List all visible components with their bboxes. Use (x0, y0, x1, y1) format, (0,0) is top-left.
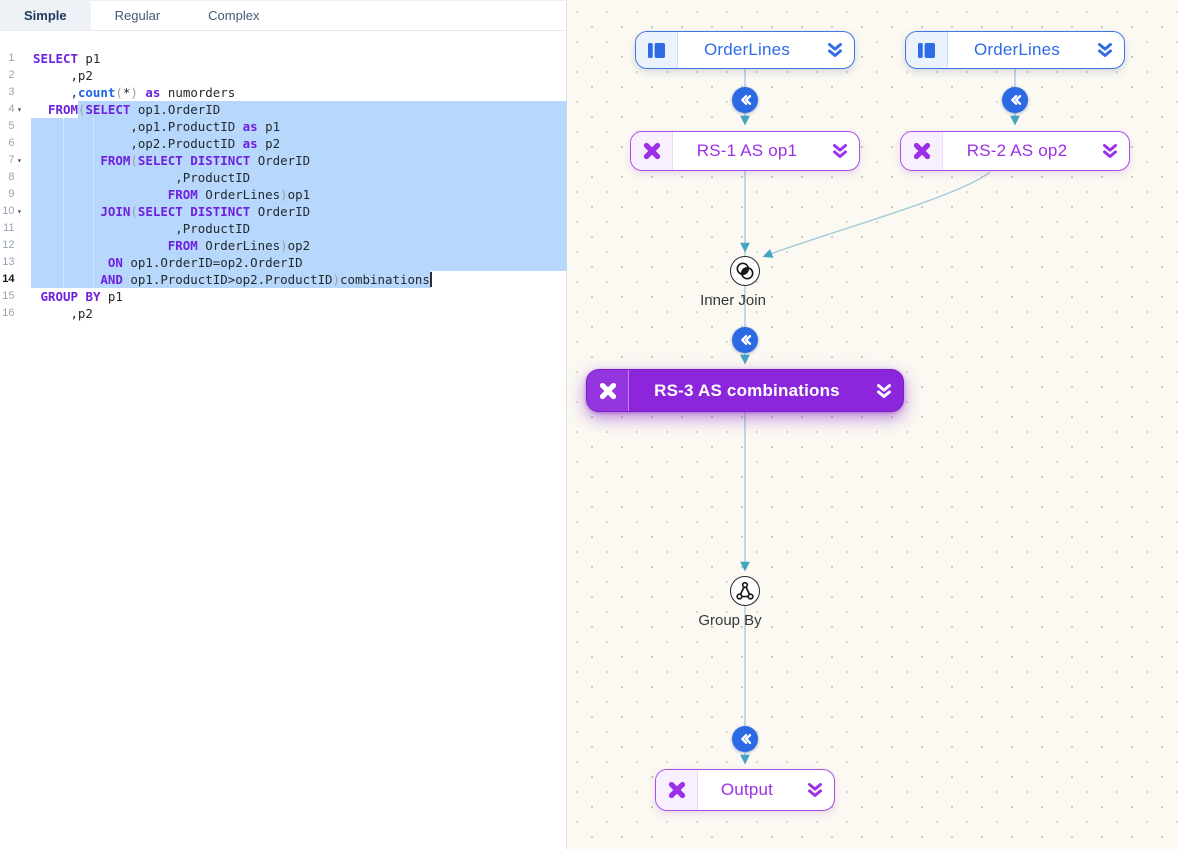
code-text: ,ProductID (33, 170, 251, 185)
line-number: 12 (2, 239, 15, 251)
table-node-orderlines-left[interactable]: OrderLines (635, 31, 855, 69)
resultset-node-rs3-selected[interactable]: RS-3 AS combinations (586, 369, 904, 412)
line-number: 14 (2, 273, 15, 285)
resultset-icon (631, 132, 673, 170)
tab-bar: Simple Regular Complex (0, 0, 566, 31)
inner-join-icon[interactable] (730, 256, 760, 286)
connector-lines (740, 69, 1020, 765)
collapse-toggle-icon[interactable] (732, 327, 758, 353)
table-icon (906, 32, 948, 68)
indent-guide (63, 118, 64, 288)
code-text: GROUP BY p1 (40, 289, 123, 304)
collapse-toggle-icon[interactable] (732, 87, 758, 113)
resultset-icon (587, 370, 629, 411)
code-line[interactable]: 16 ,p2 (0, 305, 566, 322)
resultset-icon (656, 770, 698, 810)
code-line[interactable]: 9 FROM OrderLines)op1 (0, 186, 566, 203)
code-line[interactable]: 6 ,op2.ProductID as p2 (0, 135, 566, 152)
output-node[interactable]: Output (655, 769, 835, 811)
expand-chevron-icon[interactable] (865, 370, 903, 411)
code-line[interactable]: 5 ,op1.ProductID as p1 (0, 118, 566, 135)
node-label: OrderLines (703, 40, 791, 59)
query-flow-diagram: OrderLines OrderLines RS (567, 0, 1178, 849)
code-line[interactable]: 4▾ FROM(SELECT op1.OrderID (0, 101, 566, 118)
code-text: ,p2 (33, 306, 93, 321)
expand-chevron-icon[interactable] (1091, 132, 1129, 170)
line-number: 6 (8, 137, 15, 149)
code-line[interactable]: 12 FROM OrderLines)op2 (0, 237, 566, 254)
code-text: FROM(SELECT op1.OrderID (47, 102, 221, 117)
group-by-icon[interactable] (730, 576, 760, 606)
resultset-icon (901, 132, 943, 170)
fold-arrow-icon[interactable]: ▾ (17, 207, 22, 216)
code-text: ,p2 (33, 68, 93, 83)
code-text: SELECT p1 (33, 51, 101, 66)
code-line[interactable]: 8 ,ProductID (0, 169, 566, 186)
indent-guide (93, 118, 94, 288)
table-node-orderlines-right[interactable]: OrderLines (905, 31, 1125, 69)
selection-highlight (31, 271, 431, 288)
node-label: Output (720, 780, 774, 799)
code-text: ,op1.ProductID as p1 (33, 119, 281, 134)
code-text: ,op2.ProductID as p2 (33, 136, 281, 151)
node-label: OrderLines (973, 40, 1061, 59)
selection-highlight (31, 118, 567, 271)
code-line[interactable]: 13 ON op1.OrderID=op2.OrderID (0, 254, 566, 271)
tab-regular[interactable]: Regular (114, 8, 161, 23)
table-icon (636, 32, 678, 68)
tab-complex[interactable]: Complex (208, 8, 260, 23)
node-label: RS-1 AS op1 (696, 141, 798, 160)
line-number: 8 (8, 171, 15, 183)
code-line[interactable]: 1 SELECT p1 (0, 50, 566, 67)
node-label: RS-2 AS op2 (966, 141, 1068, 160)
tab-simple[interactable]: Simple (0, 1, 91, 30)
code-text: ,ProductID (33, 221, 251, 236)
code-line[interactable]: 3 ,count(*) as numorders (0, 84, 566, 101)
line-number: 11 (3, 222, 15, 234)
code-text: JOIN(SELECT DISTINCT OrderID (100, 204, 311, 219)
collapse-toggle-icon[interactable] (732, 726, 758, 752)
code-text: ON op1.OrderID=op2.OrderID (107, 255, 303, 270)
line-number: 10 (2, 205, 15, 217)
resultset-node-rs2[interactable]: RS-2 AS op2 (900, 131, 1130, 171)
code-text: FROM OrderLines)op1 (167, 187, 311, 202)
code-text: ,count(*) as numorders (33, 85, 236, 100)
line-number: 15 (2, 290, 15, 302)
inner-join-label: Inner Join (700, 292, 766, 309)
line-number: 13 (2, 256, 15, 268)
code-text: AND op1.ProductID>op2.ProductID)combinat… (100, 272, 430, 287)
code-line[interactable]: 15 GROUP BY p1 (0, 288, 566, 305)
collapse-toggle-icon[interactable] (1002, 87, 1028, 113)
code-line[interactable]: 11 ,ProductID (0, 220, 566, 237)
line-number: 7 (8, 154, 15, 166)
expand-chevron-icon[interactable] (816, 32, 854, 68)
line-number: 16 (2, 307, 15, 319)
selection-highlight (78, 101, 567, 118)
group-by-label: Group By (698, 612, 762, 629)
line-number: 9 (8, 188, 15, 200)
fold-arrow-icon[interactable]: ▾ (17, 105, 22, 114)
line-number: 1 (8, 52, 15, 64)
text-caret (430, 272, 432, 287)
selection-layer (0, 31, 567, 817)
expand-chevron-icon[interactable] (796, 770, 834, 810)
code-text: FROM(SELECT DISTINCT OrderID (100, 153, 311, 168)
code-line[interactable]: 10▾ JOIN(SELECT DISTINCT OrderID (0, 203, 566, 220)
code-text: FROM OrderLines)op2 (167, 238, 311, 253)
expand-chevron-icon[interactable] (1086, 32, 1124, 68)
resultset-node-rs1[interactable]: RS-1 AS op1 (630, 131, 860, 171)
line-number: 2 (8, 69, 15, 81)
expand-chevron-icon[interactable] (821, 132, 859, 170)
fold-arrow-icon[interactable]: ▾ (17, 156, 22, 165)
code-line[interactable]: 7▾ FROM(SELECT DISTINCT OrderID (0, 152, 566, 169)
node-label: RS-3 AS combinations (654, 380, 840, 400)
code-line[interactable]: 2 ,p2 (0, 67, 566, 84)
line-number: 4 (8, 103, 15, 115)
code-line[interactable]: 14 AND op1.ProductID>op2.ProductID)combi… (0, 271, 566, 288)
line-number: 3 (8, 86, 15, 98)
line-number: 5 (8, 120, 15, 132)
